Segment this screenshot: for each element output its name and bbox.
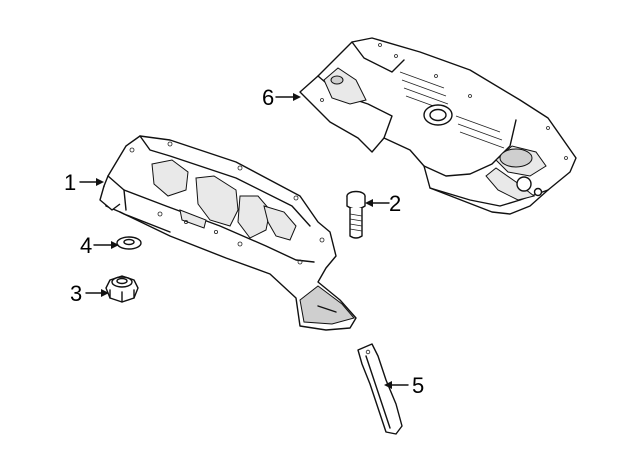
callout-2: 2 — [389, 191, 402, 216]
part-4-washer[interactable] — [116, 236, 142, 250]
callout-4: 4 — [80, 233, 93, 258]
part-2-bolt[interactable] — [346, 190, 366, 239]
part-5-bracket[interactable] — [357, 343, 403, 435]
part-1-support-frame[interactable] — [99, 135, 357, 331]
callout-1: 1 — [64, 170, 77, 195]
part-3-nut[interactable] — [105, 275, 139, 303]
callout-6: 6 — [262, 85, 275, 110]
leader-arrows — [79, 93, 409, 389]
callout-3: 3 — [70, 281, 83, 306]
part-6-engine-cover[interactable] — [299, 37, 577, 215]
callout-5: 5 — [412, 373, 425, 398]
